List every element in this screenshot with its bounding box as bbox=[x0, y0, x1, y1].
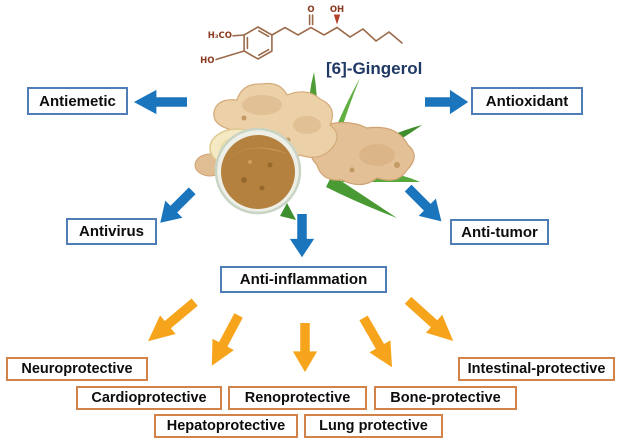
box-antioxidant: Antioxidant bbox=[471, 87, 583, 115]
box-neuroprotective: Neuroprotective bbox=[6, 357, 148, 381]
lung-protective-label: Lung protective bbox=[319, 417, 428, 434]
arrow-to-intestinalprotective-icon bbox=[399, 291, 462, 352]
box-intestinal-protective: Intestinal-protective bbox=[458, 357, 615, 381]
renoprotective-label: Renoprotective bbox=[244, 389, 351, 406]
ketone-oxygen-label: O bbox=[307, 5, 314, 15]
box-renoprotective: Renoprotective bbox=[228, 386, 367, 410]
intestinal-protective-label: Intestinal-protective bbox=[467, 360, 606, 377]
antioxidant-label: Antioxidant bbox=[485, 92, 569, 110]
ring-hydroxy-label: HO bbox=[200, 56, 214, 66]
ginger-powder-bowl bbox=[214, 127, 302, 215]
arrow-to-antioxidant-icon bbox=[425, 89, 469, 115]
chain-hydroxy-label: OH bbox=[330, 5, 344, 15]
antiemetic-label: Antiemetic bbox=[39, 92, 116, 110]
box-anti-tumor: Anti-tumor bbox=[450, 219, 549, 245]
box-lung-protective: Lung protective bbox=[304, 414, 443, 438]
box-anti-inflammation: Anti-inflammation bbox=[220, 266, 387, 293]
hepatoprotective-label: Hepatoprotective bbox=[166, 417, 286, 434]
neuroprotective-label: Neuroprotective bbox=[21, 360, 133, 377]
box-antiemetic: Antiemetic bbox=[27, 87, 128, 115]
gingerol-structure: H₃CO HO O OH bbox=[200, 5, 403, 66]
antivirus-label: Antivirus bbox=[78, 223, 144, 240]
arrow-to-antiemetic-icon bbox=[133, 89, 187, 115]
cardioprotective-label: Cardioprotective bbox=[91, 389, 207, 406]
arrow-to-antivirus-icon bbox=[151, 182, 202, 233]
arrow-to-antitumor-icon bbox=[399, 179, 451, 231]
bone-protective-label: Bone-protective bbox=[390, 389, 501, 406]
arrow-to-neuroprotective-icon bbox=[139, 292, 203, 352]
anti-inflammation-label: Anti-inflammation bbox=[239, 271, 368, 288]
bond-lines bbox=[215, 14, 403, 61]
box-hepatoprotective: Hepatoprotective bbox=[154, 414, 298, 438]
methoxy-label: H₃CO bbox=[208, 31, 232, 41]
ginger-illustration bbox=[194, 72, 422, 220]
box-antivirus: Antivirus bbox=[66, 218, 157, 245]
box-bone-protective: Bone-protective bbox=[374, 386, 517, 410]
compound-name-label: [6]-Gingerol bbox=[326, 59, 423, 78]
arrow-to-renoprotective-icon bbox=[292, 323, 318, 373]
stereo-wedge bbox=[333, 14, 341, 25]
anti-tumor-label: Anti-tumor bbox=[461, 223, 538, 241]
arrow-to-antiinflammation-icon bbox=[289, 214, 315, 258]
arrow-to-cardioprotective-icon bbox=[200, 309, 250, 372]
box-cardioprotective: Cardioprotective bbox=[76, 386, 222, 410]
arrow-to-boneprotective-icon bbox=[352, 311, 404, 374]
